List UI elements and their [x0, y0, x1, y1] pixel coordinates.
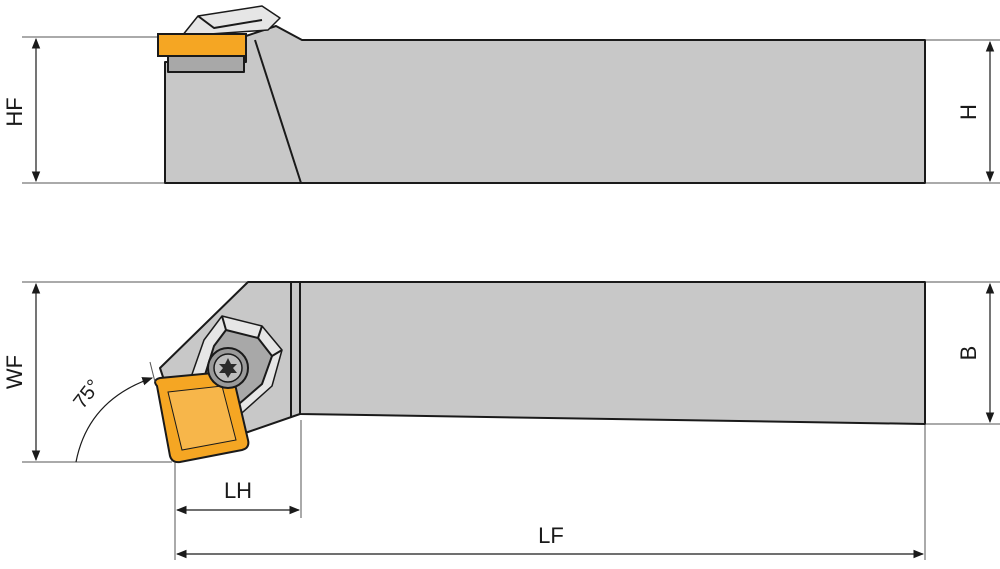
side-view-insert — [157, 33, 247, 57]
wf-label: WF — [2, 355, 27, 389]
top-view-shank — [299, 281, 926, 425]
top-view-insert-face — [167, 385, 237, 451]
side-view: HF H — [2, 5, 1000, 184]
side-view-head-edge — [254, 39, 302, 184]
hf-label: HF — [2, 97, 27, 126]
top-view-clamp-ridge — [199, 315, 283, 441]
lh-label: LH — [224, 478, 252, 503]
side-view-shank — [164, 25, 926, 184]
angle-extension — [149, 361, 156, 383]
angle-arc — [75, 377, 154, 463]
angle-label: 75° — [69, 376, 105, 413]
side-view-clamp-detail — [197, 15, 263, 29]
top-view: 75° WF B LH LF — [2, 281, 1000, 560]
lf-label: LF — [538, 523, 564, 548]
h-label: H — [956, 104, 981, 120]
b-label: B — [956, 346, 981, 361]
torx-socket-icon — [219, 358, 237, 378]
